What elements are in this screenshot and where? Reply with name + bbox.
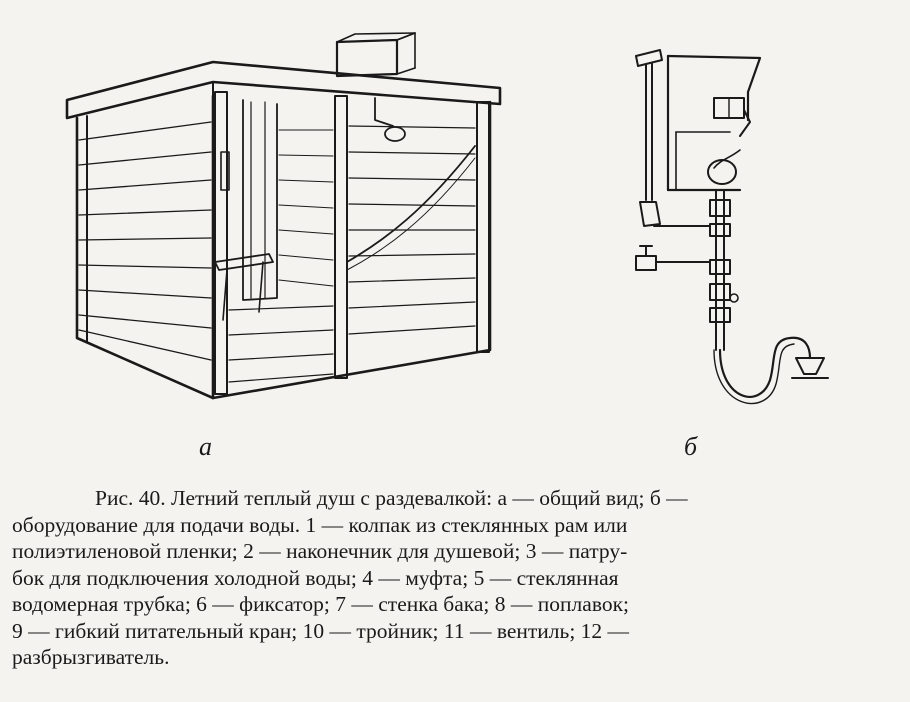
water-supply-drawing [635,49,829,405]
shower-cabin-illustration [55,30,515,420]
figure-caption: Рис. 40. Летний теплый душ с раздевалкой… [12,485,882,671]
caption-line: бок для подключения холодной воды; 4 — м… [12,565,619,590]
caption-line: разбрызгиватель. [12,645,170,669]
caption-line: водомерная трубка; 6 — фиксатор; 7 — сте… [12,592,629,616]
figure-label-b: б [684,432,698,461]
caption-line: оборудование для подачи воды. 1 — колпак… [12,512,628,537]
caption-line: 9 — гибкий питательный кран; 10 — тройни… [12,618,630,643]
shower-cabin-drawing [65,32,502,400]
caption-line: Рис. 40. Летний теплый душ с раздевалкой… [95,486,688,510]
figure-label-a: а [199,432,212,461]
caption-line: полиэтиленовой пленки; 2 — наконечник дл… [12,539,628,563]
water-supply-equipment-illustration [610,40,840,420]
